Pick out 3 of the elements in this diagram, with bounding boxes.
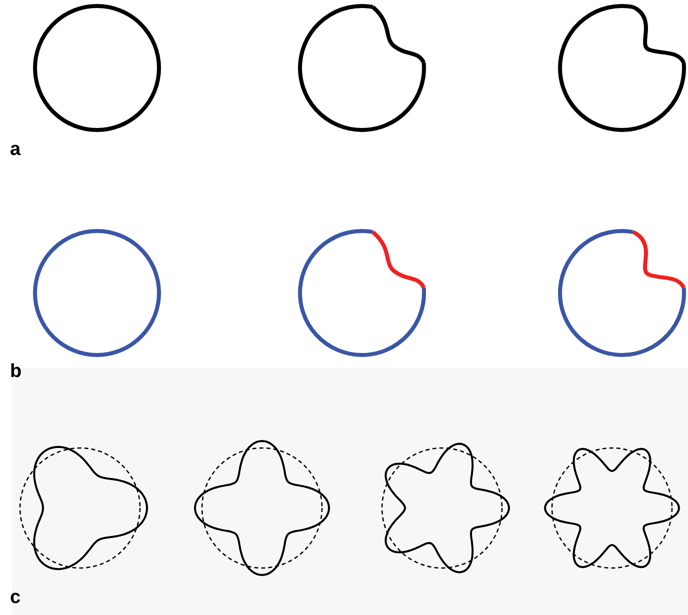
panel-label: b: [10, 362, 22, 381]
panel-label: a: [10, 140, 21, 159]
panel-label: c: [10, 588, 21, 607]
